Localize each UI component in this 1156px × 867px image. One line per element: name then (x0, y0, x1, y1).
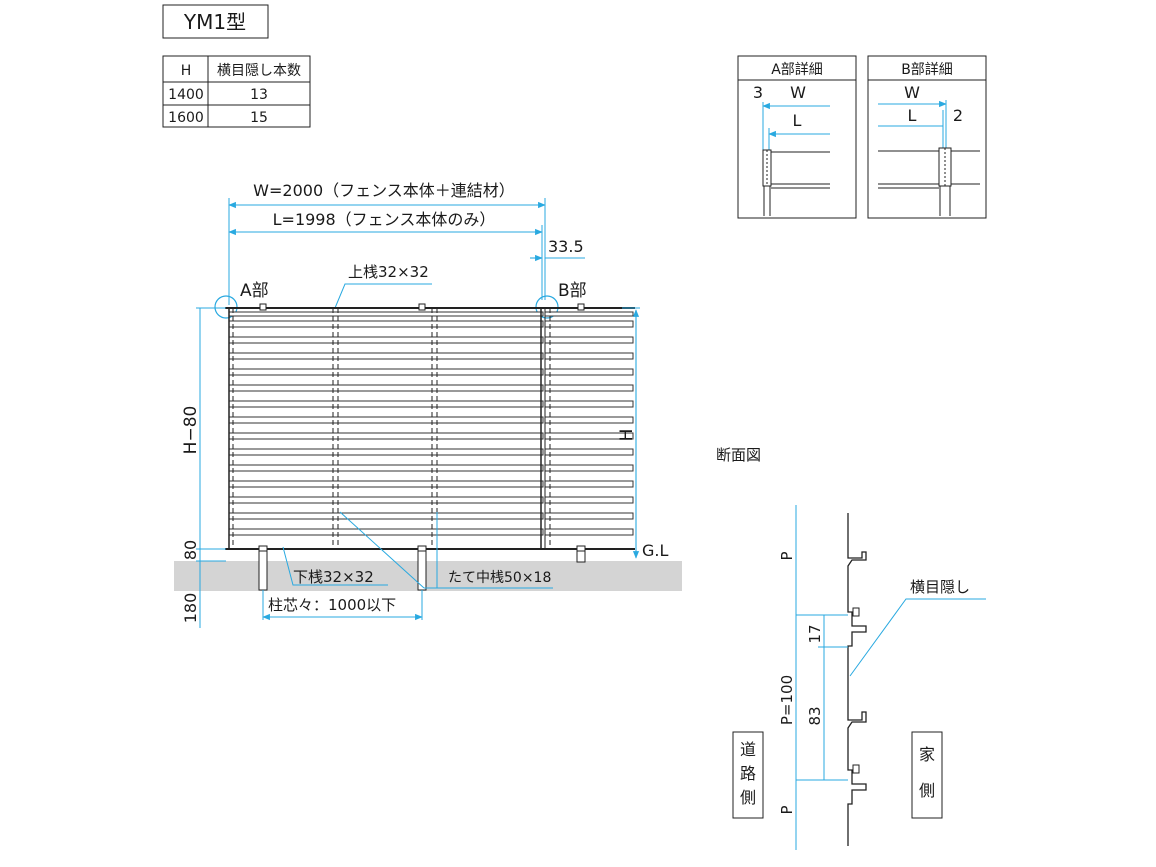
section-title: 断面図 (716, 446, 761, 464)
spec-header-count: 横目隠し本数 (217, 63, 301, 79)
part-a-label: A部 (240, 281, 269, 301)
ground (174, 561, 682, 591)
offset-label: 33.5 (548, 237, 584, 256)
length-label: L=1998（フェンス本体のみ） (273, 210, 496, 229)
detail-a: A部詳細 3 W L (737, 55, 857, 219)
detail-a-dim-l: L (793, 111, 802, 130)
house-side-char: 家 (919, 745, 935, 764)
louver-profile (847, 513, 867, 846)
posts (258, 545, 586, 591)
mid-rail-label: たて中桟50×18 (448, 570, 551, 586)
width-label: W=2000（フェンス本体＋連結材） (253, 181, 515, 200)
pitch-p-bottom: P (778, 805, 796, 814)
model-label-box (162, 4, 269, 39)
pitch-p-top: P (778, 551, 796, 560)
spec-cell: 1400 (168, 87, 204, 103)
embed-180-label: 180 (181, 593, 200, 624)
detail-a-dim-w: W (790, 83, 806, 102)
detail-b: B部詳細 W L 2 (867, 55, 987, 219)
road-side-char: 路 (740, 764, 756, 783)
louver-label: 横目隠し (910, 578, 970, 596)
bottom-rail-label: 下桟32×32 (293, 568, 374, 586)
road-side-char: 道 (740, 740, 756, 759)
height-label: H (617, 429, 637, 442)
detail-b-dim-2: 2 (953, 106, 963, 125)
dim-17: 17 (806, 624, 824, 643)
gl-label: G.L (642, 541, 668, 560)
spec-cell: 13 (250, 87, 268, 103)
height-minus-label: H−80 (181, 406, 201, 455)
detail-b-dim-w: W (904, 83, 920, 102)
post-pitch-label: 柱芯々：1000以下 (268, 596, 396, 614)
height-dimension: H G.L (617, 307, 668, 560)
detail-a-title: A部詳細 (771, 62, 823, 78)
road-side-box (732, 731, 764, 819)
spec-cell: 1600 (168, 110, 204, 126)
section-view: 断面図 P P=100 P 17 83 横目隠し 道 路 側 家 側 (716, 446, 986, 850)
house-side-char: 側 (919, 781, 935, 800)
gap-80-label: 80 (181, 540, 200, 560)
part-b-label: B部 (558, 281, 587, 301)
pitch-p100: P=100 (778, 675, 796, 725)
top-rail-label: 上桟32×32 (348, 263, 429, 281)
detail-a-dim-3: 3 (753, 83, 763, 102)
spec-header-h: H (181, 63, 192, 79)
left-dimensions: H−80 80 180 (181, 307, 226, 628)
house-side-box (911, 731, 943, 819)
elevation-dimensions: W=2000（フェンス本体＋連結材） L=1998（フェンス本体のみ） 33.5… (214, 181, 587, 319)
spec-table: H 横目隠し本数 1400 13 1600 15 (162, 55, 311, 128)
detail-b-dim-l: L (908, 106, 917, 125)
dim-83: 83 (806, 706, 824, 725)
fence-elevation (225, 303, 635, 550)
spec-cell: 15 (250, 110, 268, 126)
detail-b-title: B部詳細 (901, 62, 953, 78)
road-side-char: 側 (740, 788, 756, 807)
model-label: YM1型 (183, 10, 246, 34)
bottom-labels: 下桟32×32 たて中桟50×18 柱芯々：1000以下 (262, 511, 553, 621)
